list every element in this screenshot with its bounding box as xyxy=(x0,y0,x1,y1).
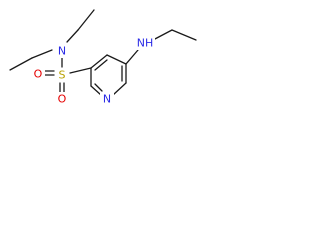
bond-ethyl1-ch2-n xyxy=(31,49,53,59)
oxygen-top-label: O xyxy=(34,68,43,81)
ring-bond-c4-c5 xyxy=(106,54,127,65)
bond-ethyl1-ch3-ch2 xyxy=(9,57,33,71)
bonds xyxy=(9,9,197,96)
molecule-structure-diagram: N S O O NH N xyxy=(9,9,197,106)
ring-double-c3-c4 xyxy=(94,59,108,71)
sulfur-label: S xyxy=(59,69,66,82)
oxygen-bottom-label: O xyxy=(58,93,67,106)
bond-ch2-ch3 xyxy=(171,29,197,41)
bond-ethyl2-ch2-ch3 xyxy=(77,9,95,31)
atom-labels: N S O O NH N xyxy=(32,36,155,106)
ring-double-n-c2 xyxy=(94,83,103,92)
bond-ring-nh xyxy=(125,49,139,65)
amino-nh-label: NH xyxy=(137,37,154,50)
pyridine-nitrogen-label: N xyxy=(103,93,111,106)
bond-nh-ch2 xyxy=(152,29,173,41)
bond-ethyl2-n-ch2 xyxy=(66,29,79,43)
ring-bond-c3-c4 xyxy=(90,54,108,69)
ring-bond-n-c2 xyxy=(90,85,102,96)
bond-s-ring xyxy=(69,67,92,74)
ring-bond-c6-n xyxy=(112,82,127,96)
sulfonamide-nitrogen-label: N xyxy=(58,45,66,58)
